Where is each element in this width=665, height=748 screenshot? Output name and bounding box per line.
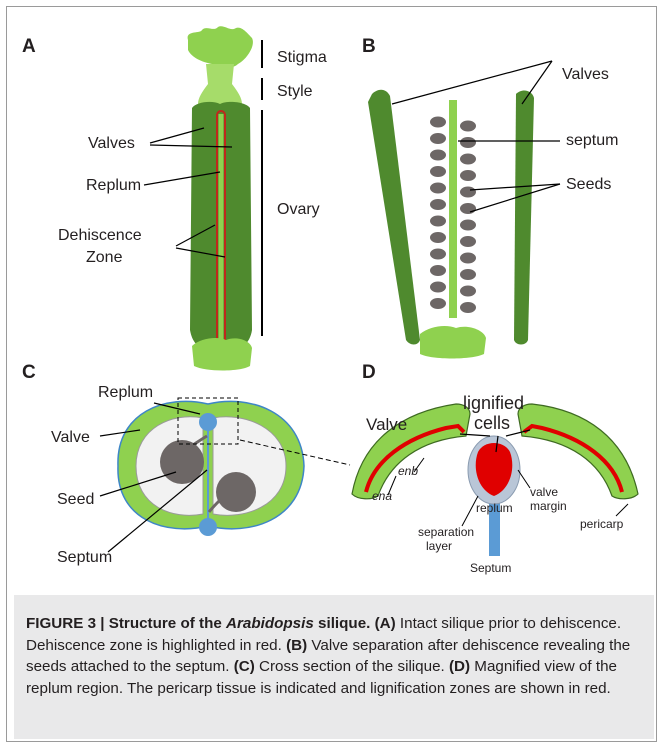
seed-left-6 [430,199,446,210]
panel-c-letter: C [22,362,36,383]
label-seed-c: Seed [57,491,94,508]
panel-d-letter: D [362,362,376,383]
seed-left-11 [430,282,446,293]
seed-right-5 [460,187,476,198]
caption-title-italic: Arabidopsis [226,615,314,632]
seed-left-5 [430,183,446,194]
seed-left-9 [430,249,446,260]
seed-right [216,472,256,512]
seed-right-1 [460,121,476,132]
valve-right [514,91,534,345]
seed-right-9 [460,253,476,264]
label-style: Style [277,83,313,100]
pedicel-base [192,338,252,371]
label-stigma: Stigma [277,49,327,66]
label-replum-d: replum [476,501,513,515]
caption-title-pre: FIGURE 3 | Structure of the [26,615,226,632]
label-lignified-1: lignified [463,393,524,413]
caption-c-tag: (C) [234,658,255,675]
label-septum-b: septum [566,132,618,149]
label-seeds-b: Seeds [566,176,611,193]
figure-illustration: A Stigma Style Ovary Valves Replum Dehis… [0,0,665,595]
panel-a-letter: A [22,36,36,57]
figure-caption: FIGURE 3 | Structure of the Arabidopsis … [26,613,644,699]
seed-right-3 [460,154,476,165]
leader-valve-margin [518,470,530,488]
seed-left-2 [430,133,446,144]
seed-right-7 [460,220,476,231]
pedicel-base-b [420,326,486,359]
seed-right-2 [460,137,476,148]
panel-a: A Stigma Style Ovary Valves Replum Dehis… [22,26,327,370]
leader-seeds-b-1 [470,184,560,190]
leader-pericarp [616,504,628,516]
label-separation-2: layer [426,539,452,553]
label-pericarp: pericarp [580,517,624,531]
seed-left-10 [430,265,446,276]
label-ovary: Ovary [277,201,320,218]
label-valve-d: Valve [366,415,407,434]
label-valve-margin-1: valve [530,485,558,499]
label-replum-c: Replum [98,384,153,401]
label-dehiscence-2: Zone [86,249,123,266]
seed-right-4 [460,170,476,181]
panel-b-letter: B [362,36,376,57]
style-shape [198,64,242,104]
seed-left-1 [430,117,446,128]
seed-left-12 [430,298,446,309]
label-valve-c: Valve [51,429,90,446]
caption-d-tag: (D) [449,658,470,675]
label-valves-b: Valves [562,66,609,83]
seed-left-4 [430,166,446,177]
seed-right-10 [460,269,476,280]
caption-title-post: silique. [314,615,371,632]
label-septum-c: Septum [57,549,112,566]
caption-box: FIGURE 3 | Structure of the Arabidopsis … [14,595,654,739]
label-septum-d: Septum [470,561,511,575]
caption-c-text: Cross section of the silique. [255,658,445,675]
replum [219,114,224,340]
seed-right-11 [460,286,476,297]
seed-right-6 [460,203,476,214]
label-valve-margin-2: margin [530,499,567,513]
seed-left-3 [430,150,446,161]
label-separation-1: separation [418,525,474,539]
seed-left-8 [430,232,446,243]
label-replum-a: Replum [86,177,141,194]
caption-b-tag: (B) [286,637,307,654]
panel-c: C Replum Valve Seed Septum [22,362,350,566]
panel-d: D lignified cells Valve enb ena replum v… [352,362,638,575]
panel-b: B Valves septum Seeds [362,36,618,359]
label-dehiscence-1: Dehiscence [58,227,142,244]
valve-left [368,90,420,345]
stigma-shape [188,26,253,67]
label-valves-a: Valves [88,135,135,152]
seed-right-8 [460,236,476,247]
septum-b [449,100,457,318]
label-lignified-2: cells [474,413,510,433]
replum-bottom [199,518,217,536]
leader-seeds-b-2 [470,184,560,212]
seed-right-12 [460,302,476,313]
seed-left-7 [430,216,446,227]
caption-a-tag: (A) [375,615,396,632]
replum-top [199,413,217,431]
